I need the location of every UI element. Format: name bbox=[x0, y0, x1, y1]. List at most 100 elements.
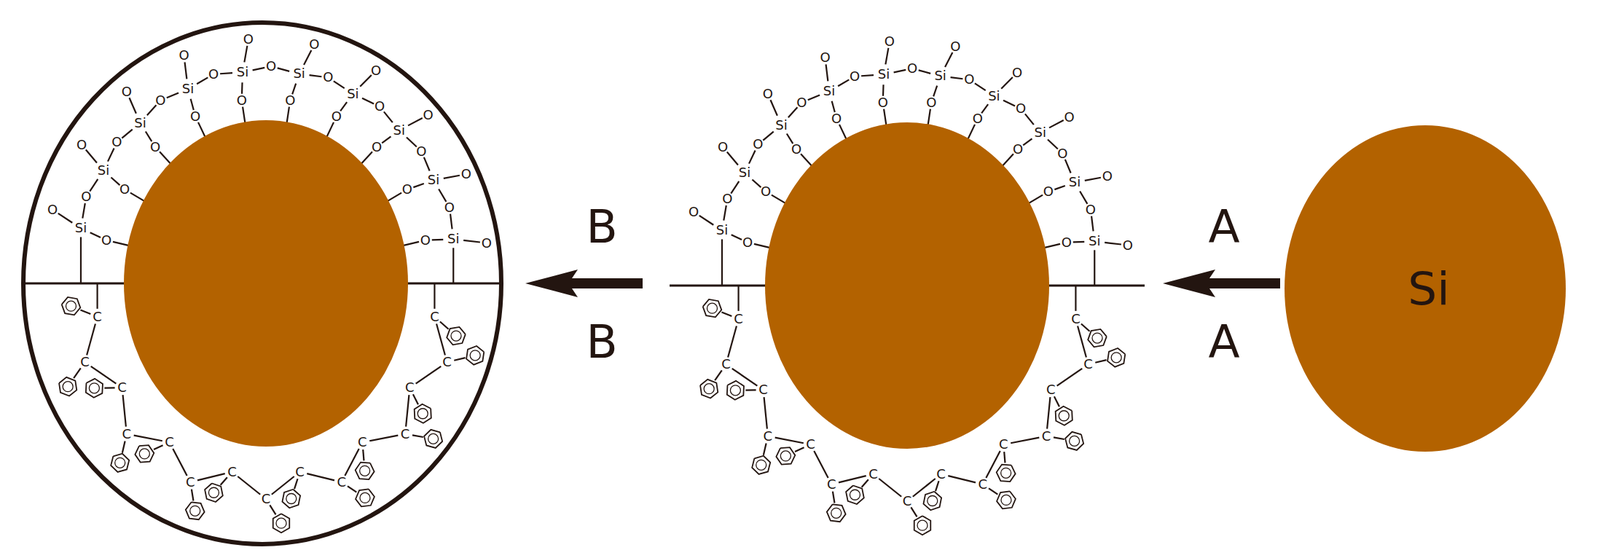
ring-circle bbox=[88, 383, 100, 394]
chemical-bond bbox=[723, 205, 726, 221]
atom-label: O bbox=[1012, 66, 1023, 80]
phenyl-ring bbox=[204, 483, 223, 503]
chemical-bond bbox=[450, 214, 453, 230]
atom-label: O bbox=[849, 69, 860, 84]
atom-label: O bbox=[1061, 236, 1072, 250]
atom-label: O bbox=[926, 96, 937, 110]
step-label: A bbox=[1208, 319, 1240, 366]
atom-label: O bbox=[760, 185, 771, 199]
atom-label: O bbox=[742, 236, 753, 250]
step-label: B bbox=[585, 319, 618, 366]
chemical-bond bbox=[808, 95, 820, 101]
chemical-bond bbox=[277, 67, 290, 71]
chemical-bond bbox=[73, 367, 81, 379]
atom-label: C bbox=[429, 310, 440, 324]
chemical-bond bbox=[1104, 242, 1122, 245]
chemical-bond bbox=[80, 309, 91, 315]
step-arrow bbox=[1162, 269, 1281, 298]
chemical-bond bbox=[309, 75, 323, 77]
atom-label: O bbox=[265, 59, 277, 73]
chemical-bond bbox=[96, 283, 98, 309]
ring-circle bbox=[1058, 410, 1069, 422]
chemical-bond bbox=[362, 98, 374, 105]
chemical-bond bbox=[751, 179, 761, 188]
atom-label: O bbox=[370, 64, 382, 78]
chemical-bond bbox=[1004, 451, 1005, 463]
ring-circle bbox=[1092, 332, 1103, 344]
atom-label: Si bbox=[877, 67, 890, 81]
atom-label: C bbox=[442, 355, 452, 369]
phenyl-ring bbox=[996, 464, 1016, 482]
phenyl-ring bbox=[85, 378, 103, 398]
ring-outline bbox=[996, 491, 1016, 509]
chemical-bond bbox=[1054, 396, 1060, 407]
atom-label: Si bbox=[716, 223, 728, 237]
ring-circle bbox=[428, 433, 439, 444]
chemical-bond bbox=[185, 61, 188, 79]
chemical-bond bbox=[861, 479, 869, 487]
phenyl-ring bbox=[424, 429, 443, 449]
chemical-bond bbox=[1093, 249, 1096, 286]
chemical-bond bbox=[453, 357, 465, 361]
chemical-bond bbox=[269, 504, 276, 515]
chemical-bond bbox=[89, 179, 98, 192]
chemical-bond bbox=[762, 131, 774, 141]
chemical-bond bbox=[788, 107, 798, 118]
atom-label: O bbox=[717, 140, 728, 154]
chemical-bond bbox=[333, 80, 345, 89]
atom-label: C bbox=[1046, 383, 1056, 397]
chemical-bond bbox=[416, 366, 442, 384]
ring-circle bbox=[730, 385, 741, 396]
chemical-bond bbox=[80, 236, 82, 284]
phenyl-ring bbox=[355, 488, 375, 507]
chemical-bond bbox=[730, 181, 739, 194]
chemical-bond bbox=[91, 366, 117, 384]
phenyl-ring bbox=[845, 485, 865, 505]
ring-circle bbox=[208, 487, 219, 498]
atom-label: Si bbox=[1068, 175, 1081, 189]
atom-label: O bbox=[119, 182, 130, 196]
ring-outline bbox=[775, 447, 795, 465]
chemical-bond bbox=[1022, 138, 1032, 145]
chemical-bond bbox=[306, 473, 335, 481]
chemical-bond bbox=[347, 485, 357, 492]
atom-label: C bbox=[868, 467, 878, 481]
chemical-bond bbox=[166, 93, 179, 99]
atom-label: Si bbox=[987, 89, 1000, 103]
chemical-bond bbox=[190, 99, 194, 111]
chemical-bond bbox=[832, 491, 835, 504]
chemical-bond bbox=[294, 478, 298, 489]
chemical-bond bbox=[1084, 177, 1101, 181]
chemical-bond bbox=[413, 394, 419, 405]
atom-label: O bbox=[1122, 238, 1133, 253]
atom-label: Si bbox=[346, 87, 359, 101]
si-core bbox=[765, 122, 1050, 449]
atom-label: O bbox=[481, 236, 492, 250]
atom-label: O bbox=[963, 72, 975, 86]
atom-label: O bbox=[972, 112, 983, 126]
ring-outline bbox=[61, 297, 81, 315]
atom-label: O bbox=[402, 182, 413, 196]
ring-outline bbox=[59, 377, 77, 397]
atom-label: O bbox=[80, 190, 92, 204]
ring-outline bbox=[914, 515, 932, 535]
ring-circle bbox=[115, 457, 126, 468]
chemical-bond bbox=[443, 175, 460, 179]
atom-label: C bbox=[227, 465, 237, 479]
chemical-bond bbox=[252, 67, 266, 70]
atom-label: O bbox=[190, 110, 201, 124]
atom-label: C bbox=[122, 427, 132, 441]
ring-outline bbox=[700, 379, 718, 399]
chemical-bond bbox=[1047, 139, 1058, 149]
chemical-bond bbox=[1074, 285, 1077, 312]
atom-label: O bbox=[907, 61, 918, 76]
chemical-bond bbox=[440, 321, 449, 329]
atom-label: O bbox=[374, 99, 385, 113]
atom-label: O bbox=[752, 137, 763, 151]
phenyl-ring bbox=[703, 299, 723, 317]
phenyl-ring bbox=[281, 489, 301, 508]
ring-outline bbox=[1087, 329, 1107, 347]
ring-outline bbox=[727, 381, 744, 400]
chemical-bond bbox=[748, 150, 756, 164]
ring-outline bbox=[424, 429, 443, 449]
